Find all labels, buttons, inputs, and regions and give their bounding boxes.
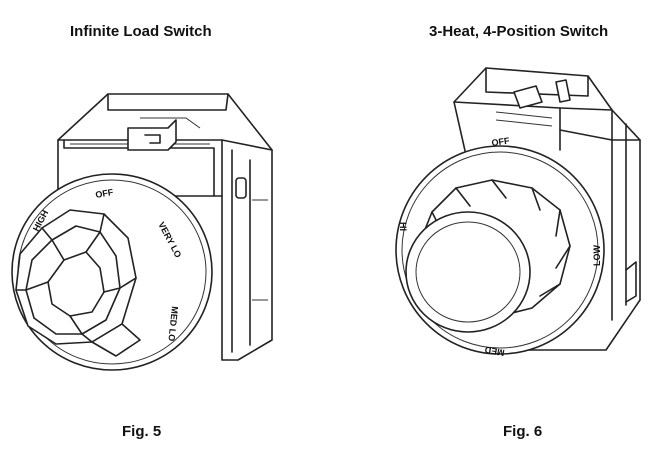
- figure-6-caption: Fig. 6: [503, 423, 543, 440]
- figure-5-title: Infinite Load Switch: [70, 23, 212, 40]
- control-knob: [16, 210, 140, 356]
- dial-label-med: MED: [483, 344, 505, 357]
- control-knob: [406, 180, 570, 332]
- dial-label-low: LOW: [592, 245, 602, 266]
- figure-5-caption: Fig. 5: [122, 423, 162, 440]
- dial-label-hi: HI: [398, 222, 408, 231]
- switch-housing: [58, 94, 272, 360]
- dial-label-off: OFF: [95, 187, 115, 200]
- figure-6-title: 3-Heat, 4-Position Switch: [429, 23, 609, 40]
- dial-label-off: OFF: [491, 136, 511, 148]
- dial-label-med-lo: MED LO: [166, 306, 180, 342]
